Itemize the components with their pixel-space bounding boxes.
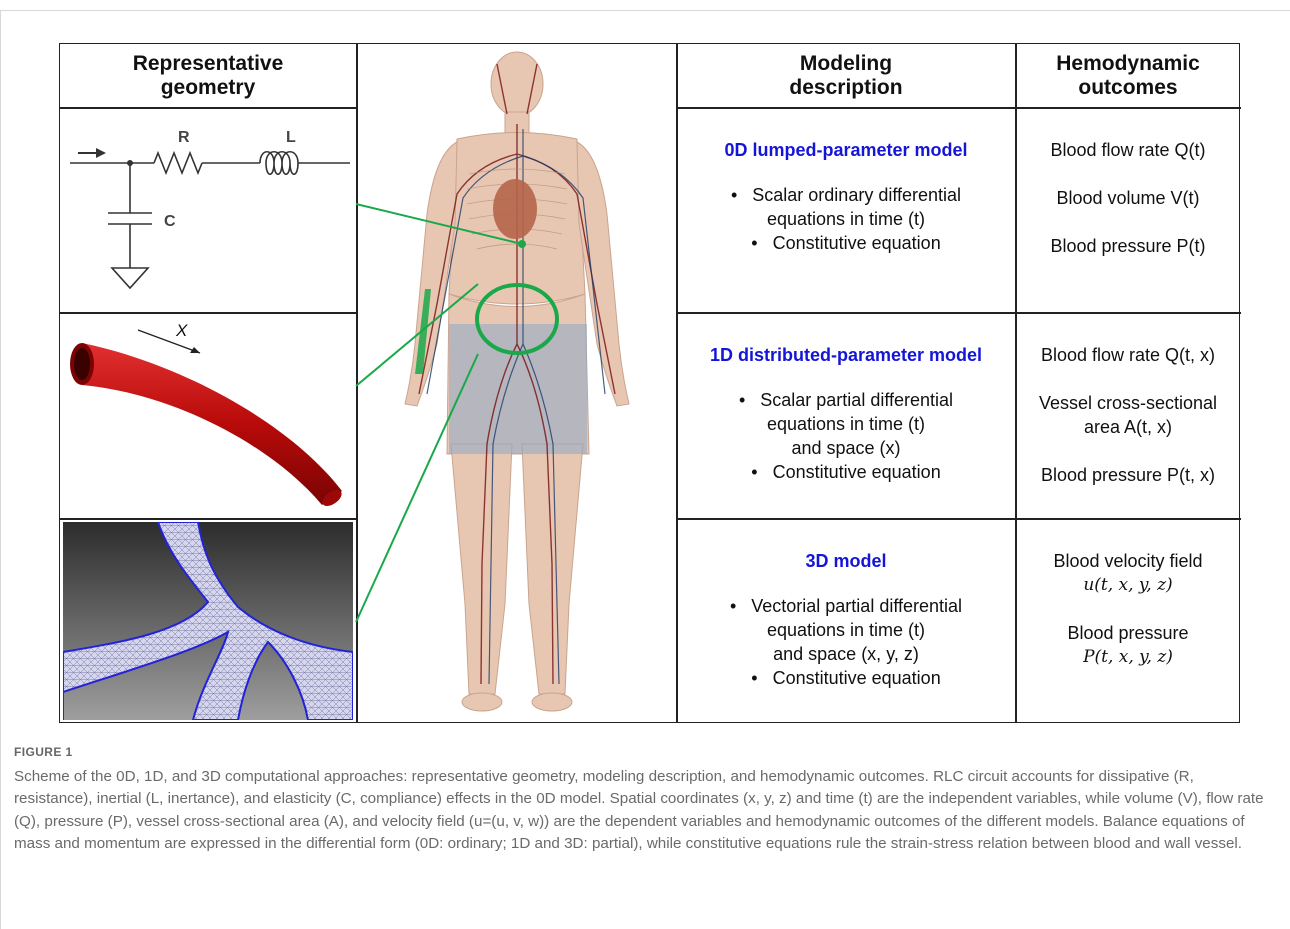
bullet-text: Constitutive equation: [773, 462, 941, 482]
inductor-label: L: [286, 129, 296, 146]
model-title: 1D distributed-parameter model: [677, 345, 1015, 366]
header-line: Modeling: [789, 52, 902, 76]
outcome-line: Blood volume V(t): [1016, 186, 1240, 210]
outcome-line: Vessel cross-sectional: [1016, 391, 1240, 415]
bullet-text: and space (x): [677, 436, 1015, 460]
header-line: description: [789, 76, 902, 100]
bullet-text: Scalar ordinary differential: [752, 185, 961, 205]
axis-x-label: X: [175, 321, 188, 340]
bullet-item: • Constitutive equation: [677, 231, 1015, 255]
resistor-label: R: [178, 129, 190, 146]
header-line: Hemodynamic: [1056, 52, 1200, 76]
outcome-line: Blood velocity field: [1016, 549, 1240, 573]
outcome-line: Blood flow rate Q(t): [1016, 138, 1240, 162]
human-vascular-illustration: [357, 44, 676, 724]
outcome-line: P(t, x, y, z): [1016, 645, 1240, 669]
heart-marker: [518, 240, 526, 248]
header-line: outcomes: [1056, 76, 1200, 100]
bullet-list: • Scalar ordinary differential equations…: [677, 183, 1015, 255]
bullet-text: Constitutive equation: [773, 233, 941, 253]
outcome-line: Blood pressure: [1016, 621, 1240, 645]
top-rule: [0, 10, 1290, 11]
outcome-line: area A(t, x): [1016, 415, 1240, 439]
row-3d-outcomes: Blood velocity field u(t, x, y, z) Blood…: [1016, 519, 1240, 724]
row-0d-outcomes: Blood flow rate Q(t) Blood volume V(t) B…: [1016, 108, 1240, 312]
row-3d-description: 3D model • Vectorial partial differentia…: [677, 519, 1015, 724]
header-line: geometry: [133, 76, 284, 100]
bullet-item: • Vectorial partial differential: [677, 594, 1015, 618]
bullet-item: • Scalar partial differential: [677, 388, 1015, 412]
caption-paragraph: Scheme of the 0D, 1D, and 3D computation…: [14, 766, 1276, 855]
shorts-overlay: [449, 324, 587, 454]
row-divider: [60, 518, 357, 520]
outcome-line: Blood pressure P(t): [1016, 234, 1240, 258]
outcome-line: u(t, x, y, z): [1016, 573, 1240, 597]
bullet-item: • Scalar ordinary differential: [677, 183, 1015, 207]
figure-label: FIGURE 1: [14, 745, 73, 759]
row-0d-description: 0D lumped-parameter model • Scalar ordin…: [677, 108, 1015, 312]
rlc-circuit-diagram: R L C: [60, 108, 356, 312]
outcome-line: Blood pressure P(t, x): [1016, 463, 1240, 487]
bifurcation-mesh-render: [63, 522, 353, 720]
header-line: Representative: [133, 52, 284, 76]
bullet-text: equations in time (t): [677, 207, 1015, 231]
capacitor-label: C: [164, 213, 176, 230]
model-title: 0D lumped-parameter model: [677, 140, 1015, 161]
row-1d-description: 1D distributed-parameter model • Scalar …: [677, 313, 1015, 518]
bullet-item: • Constitutive equation: [677, 460, 1015, 484]
model-title: 3D model: [677, 551, 1015, 572]
bullet-text: Vectorial partial differential: [751, 596, 962, 616]
outcome-line: Blood flow rate Q(t, x): [1016, 343, 1240, 367]
bullet-text: equations in time (t): [677, 618, 1015, 642]
left-rule: [0, 10, 1, 929]
vessel-tube-illustration: X: [60, 313, 356, 518]
bullet-text: Constitutive equation: [773, 668, 941, 688]
bullet-text: and space (x, y, z): [677, 642, 1015, 666]
bullet-item: • Constitutive equation: [677, 666, 1015, 690]
bullet-list: • Vectorial partial differential equatio…: [677, 594, 1015, 690]
bullet-list: • Scalar partial differential equations …: [677, 388, 1015, 484]
row-1d-outcomes: Blood flow rate Q(t, x) Vessel cross-sec…: [1016, 313, 1240, 518]
figure-caption: Scheme of the 0D, 1D, and 3D computation…: [14, 766, 1276, 855]
bullet-text: equations in time (t): [677, 412, 1015, 436]
bullet-text: Scalar partial differential: [760, 390, 953, 410]
heart-shape: [493, 179, 537, 239]
